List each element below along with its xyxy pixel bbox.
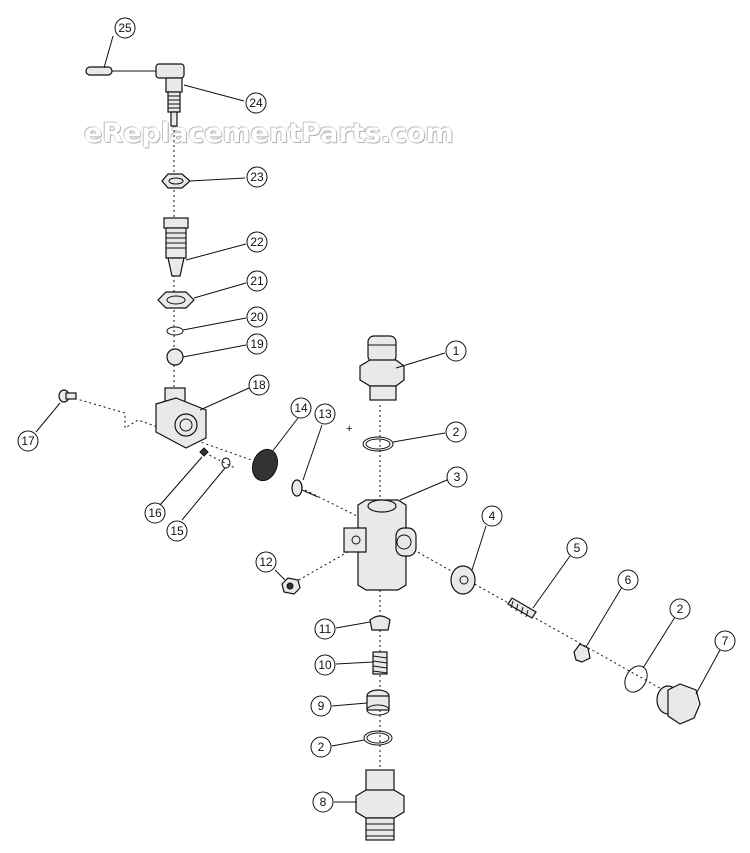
callout-label: 2	[677, 602, 684, 616]
callout-label: 7	[722, 634, 729, 648]
callout-label: 15	[170, 524, 184, 538]
callout-8: 8	[312, 791, 334, 813]
lower-o-ring-part	[363, 730, 393, 746]
stem-axis-line	[304, 489, 366, 521]
stem-pin-part	[291, 479, 319, 498]
callout-25: 25	[114, 17, 136, 39]
callout-17: 17	[17, 430, 39, 452]
bolt-part	[58, 389, 77, 403]
callout-label: 3	[454, 470, 461, 484]
bonnet-nut-part	[157, 291, 195, 309]
callout-22: 22	[246, 231, 268, 253]
callout-2-side: 2	[669, 598, 691, 620]
callout-18: 18	[248, 374, 270, 396]
valve-body-part	[155, 387, 207, 449]
bonnet-part	[163, 217, 189, 277]
callout-label: 14	[294, 401, 308, 415]
callout-label: 10	[318, 658, 332, 672]
callout-14: 14	[290, 397, 312, 419]
hex-cap-part	[656, 683, 701, 725]
callout-label: 5	[574, 541, 581, 555]
callout-label: 21	[250, 274, 264, 288]
seat-part	[369, 615, 391, 631]
callout-12: 12	[255, 551, 277, 573]
diaphragm-part	[251, 448, 279, 482]
callout-label: 13	[318, 407, 332, 421]
callout-2-upper: 2	[445, 421, 467, 443]
callout-label: 4	[489, 509, 496, 523]
callout-1: 1	[445, 340, 467, 362]
callout-label: 2	[318, 740, 325, 754]
ball-part	[166, 348, 184, 366]
callout-16: 16	[144, 502, 166, 524]
hex-nut-part	[161, 173, 191, 189]
callout-2-lower: 2	[310, 736, 332, 758]
callout-11: 11	[314, 618, 336, 640]
small-nut-part	[199, 447, 209, 457]
bottom-fitting-part	[355, 769, 405, 841]
callout-9: 9	[310, 695, 332, 717]
callout-19: 19	[246, 333, 268, 355]
callout-6: 6	[617, 569, 639, 591]
callout-label: 20	[250, 310, 264, 324]
callout-label: 24	[249, 96, 263, 110]
retainer-part	[366, 689, 390, 716]
callout-label: 17	[21, 434, 35, 448]
callout-23: 23	[246, 166, 268, 188]
callout-label: 25	[118, 21, 132, 35]
lower-spring-part	[372, 651, 388, 675]
callout-label: 1	[453, 344, 460, 358]
callout-label: 11	[319, 622, 332, 636]
callout-4: 4	[481, 505, 503, 527]
callout-label: 6	[625, 573, 632, 587]
callout-label: 9	[318, 699, 325, 713]
valve-stem-part	[165, 77, 183, 127]
handle-lever-part	[85, 63, 185, 79]
top-fitting-part	[359, 335, 405, 401]
small-seal-part	[221, 457, 231, 469]
callout-label: 22	[250, 235, 264, 249]
callout-label: 12	[259, 555, 273, 569]
watermark-text: eReplacementParts.com	[84, 118, 454, 149]
callout-3: 3	[446, 466, 468, 488]
callout-15: 15	[166, 520, 188, 542]
upper-o-ring-part	[362, 436, 394, 452]
small-o-ring-part	[166, 326, 184, 336]
guide-part	[573, 643, 591, 663]
callout-13: 13	[314, 403, 336, 425]
callout-21: 21	[246, 270, 268, 292]
callout-20: 20	[246, 306, 268, 328]
callout-24: 24	[245, 92, 267, 114]
callout-label: 8	[320, 795, 327, 809]
callout-10: 10	[314, 654, 336, 676]
leader-lines	[35, 35, 721, 803]
plug-part	[281, 577, 301, 595]
nut-axis-line	[289, 544, 361, 586]
callout-5: 5	[566, 537, 588, 559]
callout-7: 7	[714, 630, 736, 652]
callout-label: 2	[453, 425, 460, 439]
callout-label: 19	[250, 337, 264, 351]
side-axis-line	[404, 544, 691, 706]
main-body-part	[343, 499, 417, 591]
center-mark: +	[346, 423, 352, 435]
callout-label: 23	[250, 170, 264, 184]
side-o-ring-part	[624, 665, 648, 693]
callout-label: 18	[252, 378, 266, 392]
spring-part	[507, 597, 537, 619]
valve-disk-part	[450, 565, 476, 595]
callout-label: 16	[148, 506, 162, 520]
small-parts-axis-line	[204, 452, 236, 469]
